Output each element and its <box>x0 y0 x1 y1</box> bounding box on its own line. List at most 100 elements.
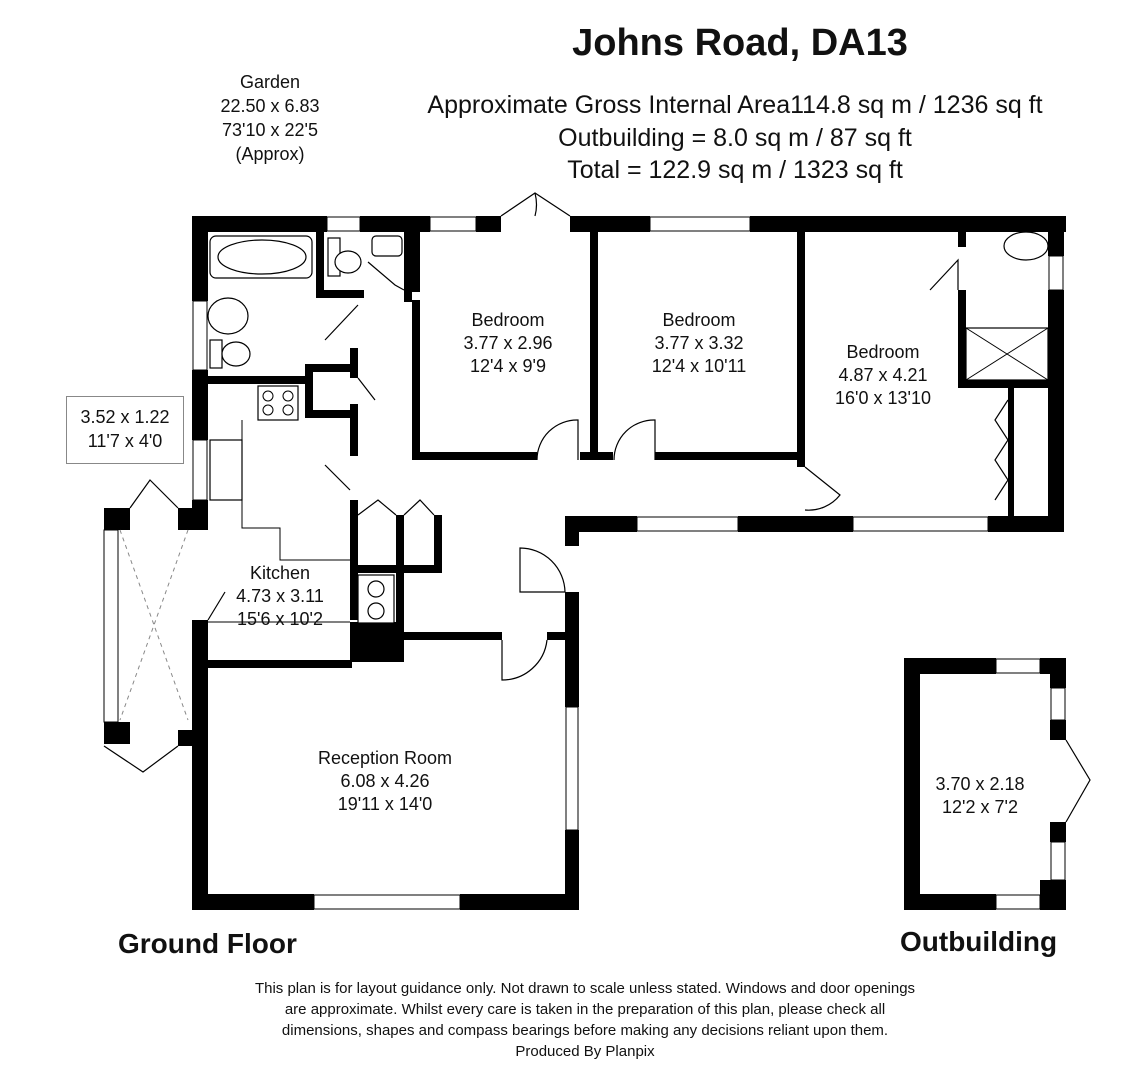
wall-cupboards-bottom <box>350 565 440 573</box>
window-bed1 <box>429 216 477 232</box>
wall-kitchen-right <box>350 500 358 620</box>
wall-hall-right-upper <box>565 516 579 546</box>
total-area-line: Total = 122.9 sq m / 1323 sq ft <box>567 156 903 184</box>
wall-out-left <box>904 658 920 910</box>
room-imperial: 16'0 x 13'10 <box>835 388 931 408</box>
wall-bed2-right <box>797 232 805 467</box>
wall-top-bath <box>192 216 327 232</box>
wall-right <box>1048 290 1064 530</box>
window-bed3-a <box>636 516 739 532</box>
disclaimer-line: dimensions, shapes and compass bearings … <box>281 1022 889 1039</box>
wall-bed2-bottom-right <box>655 452 805 460</box>
room-metric: 3.77 x 3.32 <box>654 333 744 353</box>
room-metric: 3.70 x 2.18 <box>935 774 1025 794</box>
wall-porch-top-left <box>104 508 130 530</box>
wall-ensuite-bottom <box>958 380 1048 388</box>
wall-bottom-bed3-mid <box>738 516 853 532</box>
wall-top-bed2-left <box>570 216 650 232</box>
door-ensuite <box>929 258 959 291</box>
wall-porch-bottom-left <box>104 722 130 744</box>
room-label-kitchen: Kitchen 4.73 x 3.11 15'6 x 10'2 <box>212 562 348 631</box>
wall-cupboard-right <box>434 515 442 573</box>
room-imperial: 12'4 x 10'11 <box>651 356 747 376</box>
outbuilding-area-line: Outbuilding = 8.0 sq m / 87 sq ft <box>558 124 912 152</box>
room-metric: 3.77 x 2.96 <box>463 333 553 353</box>
kitchen-worktop <box>241 420 350 561</box>
wall-cupboard-left <box>305 364 313 416</box>
room-metric: 4.73 x 3.11 <box>236 586 324 606</box>
doors-outbuilding <box>1065 739 1091 823</box>
room-name: Bedroom <box>846 342 920 362</box>
door-bed3 <box>804 466 841 511</box>
garden-note: (Approx) <box>235 144 305 164</box>
porch-imperial: 11'7 x 4'0 <box>87 431 163 451</box>
producer-credit: Produced By Planpix <box>515 1043 655 1060</box>
wall-wardrobe <box>1008 388 1014 518</box>
wall-ensuite-left <box>958 290 966 388</box>
door-porch-top <box>129 479 179 509</box>
wall-hall-left-a <box>350 348 358 378</box>
wall-top-wc <box>360 216 430 232</box>
window-ensuite <box>1048 255 1064 291</box>
door-cupboard <box>357 377 376 401</box>
wall-left-bath-upper <box>192 216 208 301</box>
wall-out-right-top <box>1050 658 1066 688</box>
room-label-outbuilding: 3.70 x 2.18 12'2 x 7'2 <box>920 773 1040 819</box>
wall-top-bed1 <box>476 216 501 232</box>
room-imperial: 12'4 x 9'9 <box>470 356 546 376</box>
garden-metric: 22.50 x 6.83 <box>220 96 320 116</box>
wall-bath-bottom <box>208 376 308 384</box>
window-out-bottom <box>995 894 1041 910</box>
wall-porch-bottom-right <box>178 730 200 746</box>
window-out-top <box>995 658 1041 674</box>
wall-hall-left-b <box>350 404 358 456</box>
room-imperial: 19'11 x 14'0 <box>337 794 433 814</box>
wall-bottom-bed3-right <box>988 516 1064 532</box>
wall-left-bath-lower <box>192 370 208 440</box>
door-hall <box>519 547 566 593</box>
wall-bed1-left <box>412 300 420 460</box>
door-porch-kitchen <box>207 591 226 621</box>
wall-bed2-bottom-left <box>598 452 613 460</box>
wall-top-bed3 <box>750 216 1066 232</box>
room-metric: 6.08 x 4.26 <box>340 771 430 791</box>
room-imperial: 15'6 x 10'2 <box>237 609 323 629</box>
room-label-reception: Reception Room 6.08 x 4.26 19'11 x 14'0 <box>290 747 480 816</box>
wall-left-reception <box>192 620 208 910</box>
door-reception <box>501 639 548 681</box>
door-porch <box>103 745 179 773</box>
disclaimer-line: This plan is for layout guidance only. N… <box>254 980 916 997</box>
basin-bath <box>207 297 249 335</box>
wall-reception-top <box>404 632 502 640</box>
garden-label: Garden 22.50 x 6.83 73'10 x 22'5 (Approx… <box>200 70 340 166</box>
wall-out-right-lower <box>1050 822 1066 842</box>
wall-bottom-hall <box>565 516 637 532</box>
wall-reception-top-right <box>547 632 572 640</box>
toilet-cistern <box>209 339 223 369</box>
disclaimer-line: are approximate. Whilst every care is ta… <box>284 1001 886 1018</box>
window-reception-front <box>313 894 461 910</box>
window-porch <box>103 529 119 723</box>
window-bathroom <box>192 300 208 371</box>
hob <box>257 385 299 421</box>
wall-bed-divider <box>590 232 598 460</box>
room-name: Bedroom <box>662 310 736 330</box>
floor-name-outbuilding: Outbuilding <box>900 926 1058 957</box>
wall-out-right-mid <box>1050 720 1066 740</box>
door-bed2 <box>613 419 656 461</box>
wall-right-top <box>1048 216 1064 256</box>
window-out-right <box>1050 687 1066 721</box>
garden-imperial: 73'10 x 22'5 <box>222 120 318 140</box>
wall-wc-right <box>404 232 412 302</box>
wall-bed1-bottom-left <box>412 452 537 460</box>
room-label-bedroom-1: Bedroom 3.77 x 2.96 12'4 x 9'9 <box>438 309 578 378</box>
wall-bed1-bottom-right <box>580 452 590 460</box>
basin-wc <box>371 235 403 257</box>
room-label-bedroom-2: Bedroom 3.77 x 3.32 12'4 x 10'11 <box>624 309 774 378</box>
wall-hall-right-lower <box>565 592 579 707</box>
wall-reception-bottom-right <box>460 894 579 910</box>
wall-out-bottom-left <box>904 894 996 910</box>
wall-kitchen-bottom <box>208 660 352 668</box>
wall-cupboard-bottom <box>305 410 355 418</box>
